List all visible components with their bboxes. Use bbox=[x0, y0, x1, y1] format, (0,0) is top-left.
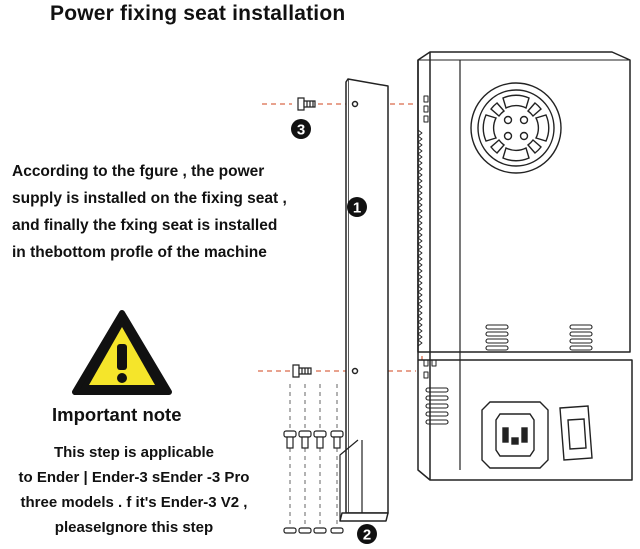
rocker-switch-icon bbox=[559, 405, 593, 461]
screw-icon bbox=[297, 97, 316, 111]
note-line: three models . f it's Ender-3 V2 , bbox=[20, 494, 248, 511]
callout-3-label: 3 bbox=[297, 122, 305, 139]
profile-nuts bbox=[283, 527, 344, 534]
screw-icon bbox=[298, 430, 312, 449]
note-line: pleaseIgnore this step bbox=[54, 519, 214, 536]
fan-grille-icon bbox=[470, 82, 562, 174]
note-line: to Ender | Ender-3 sEnder -3 Pro bbox=[18, 469, 250, 486]
callout-2: 2 bbox=[357, 524, 377, 544]
description-line: in thebottom profle of the machine bbox=[12, 244, 267, 261]
screw-icon bbox=[313, 430, 327, 449]
screw-icon bbox=[283, 430, 297, 449]
important-note-heading: Important note bbox=[52, 404, 182, 425]
callout-2-label: 2 bbox=[363, 527, 371, 544]
callout-1: 1 bbox=[347, 197, 367, 217]
callout-3: 3 bbox=[291, 119, 311, 139]
fixing-bracket bbox=[339, 78, 389, 522]
guide-lines bbox=[258, 103, 423, 372]
screw-icon bbox=[292, 364, 312, 378]
callout-1-label: 1 bbox=[353, 200, 361, 217]
description-line: and finally the fxing seat is installed bbox=[12, 217, 278, 234]
warning-icon bbox=[72, 310, 172, 395]
page-title: Power fixing seat installation bbox=[50, 2, 346, 25]
note-line: This step is applicable bbox=[53, 444, 215, 461]
important-note-text: This step is applicable to Ender | Ender… bbox=[0, 440, 268, 540]
description-line: supply is installed on the fixing seat , bbox=[12, 190, 287, 207]
vent-slots bbox=[425, 324, 593, 425]
description-text: According to the fgure , the power suppl… bbox=[12, 158, 342, 266]
screw-guide-lines bbox=[289, 384, 338, 528]
screw-icon bbox=[330, 430, 344, 449]
description-line: According to the fgure , the power bbox=[12, 163, 265, 180]
power-socket-icon bbox=[481, 401, 549, 469]
